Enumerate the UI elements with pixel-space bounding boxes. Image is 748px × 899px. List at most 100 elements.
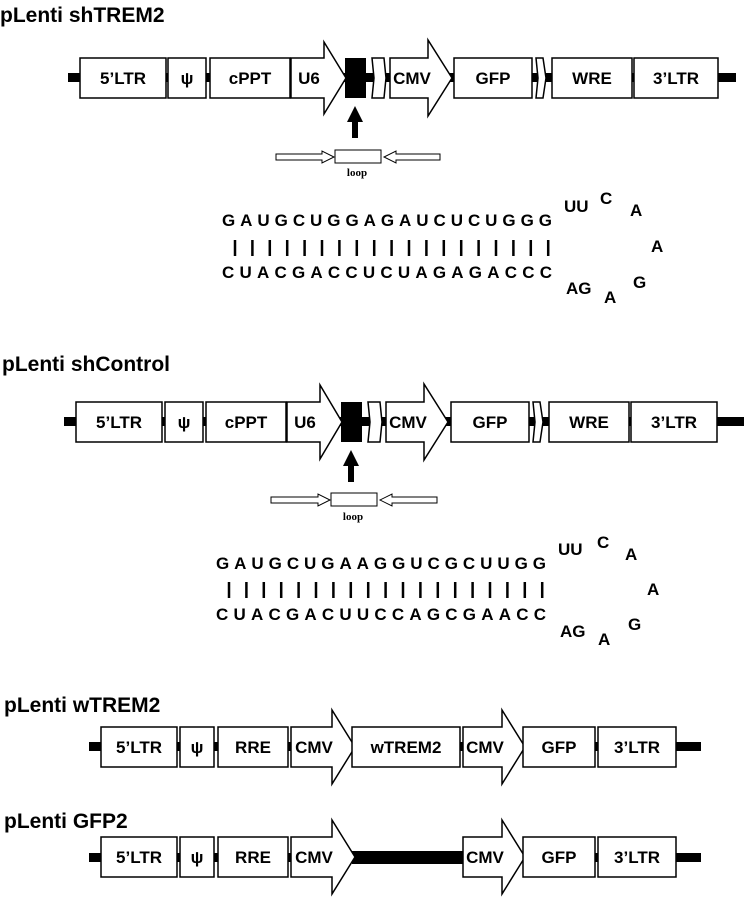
sense-strand-arrow: [270, 493, 332, 507]
element-label: GFP: [542, 738, 577, 757]
hairpin-loop-base: AG: [560, 622, 586, 641]
loop-box: [334, 149, 382, 164]
element-3ltr: [633, 57, 719, 99]
base-pair-ticks: [233, 240, 550, 256]
hairpin-bottom-strand: CUACGACCUCUAGAGACCC: [222, 263, 552, 282]
element-cmv-promoter-arrow: [385, 381, 449, 463]
spacer-segment: [532, 401, 544, 443]
element-3ltr: [597, 836, 677, 878]
element-psi: [179, 836, 215, 878]
element-5ltr: [79, 57, 167, 99]
insert-pointer-arrow-icon: [347, 106, 363, 138]
element-label: RRE: [235, 848, 271, 867]
element-cppt: [205, 401, 287, 443]
loop-label: loop: [343, 511, 363, 523]
element-label: ψ: [191, 848, 204, 867]
element-label: CMV: [295, 848, 333, 867]
element-cmv-promoter-arrow: [462, 707, 526, 787]
terminator-segment: [367, 401, 383, 443]
hairpin-loop-base: UU: [558, 540, 583, 559]
element-label: wTREM2: [370, 738, 442, 757]
empty-insert-segment: [352, 851, 464, 864]
element-rre: [217, 836, 289, 878]
element-label: cPPT: [225, 413, 268, 432]
element-label: 5’LTR: [116, 738, 162, 757]
element-gfp: [450, 401, 530, 443]
base-pair-ticks: [227, 582, 544, 598]
construct-title: pLenti wTREM2: [4, 694, 160, 717]
element-gfp: [522, 836, 596, 878]
element-wtrem2-gene: [351, 726, 461, 768]
element-gfp: [522, 726, 596, 768]
sense-strand-arrow: [275, 150, 336, 164]
hairpin-loop-base: UU: [564, 197, 589, 216]
element-u6-promoter-arrow: [286, 382, 343, 462]
spacer-segment: [535, 57, 547, 99]
element-3ltr: [630, 401, 718, 443]
element-3ltr: [597, 726, 677, 768]
element-label: RRE: [235, 738, 271, 757]
shrna-insert-block: [345, 58, 366, 98]
element-wre: [551, 57, 633, 99]
element-cmv-promoter-arrow: [290, 817, 356, 897]
element-cmv-promoter-arrow: [462, 817, 526, 897]
element-label: 3’LTR: [614, 848, 660, 867]
hairpin-loop-base: A: [651, 237, 663, 256]
antisense-strand-arrow: [378, 493, 438, 507]
construct-title: pLenti shTREM2: [0, 4, 165, 27]
insert-pointer-arrow-icon: [343, 450, 359, 482]
element-label: U6: [294, 413, 316, 432]
terminator-segment: [371, 57, 387, 99]
antisense-strand-arrow: [382, 150, 441, 164]
element-5ltr: [100, 836, 178, 878]
element-cmv-promoter-arrow: [290, 707, 356, 787]
loop-label: loop: [347, 167, 367, 179]
construct-shcontrol: pLenti shControl 5’LTR ψ cPPT U6 CMV GFP…: [2, 353, 744, 649]
element-label: 3’LTR: [653, 69, 699, 88]
element-label: U6: [298, 69, 320, 88]
element-psi: [164, 401, 204, 443]
construct-gfp2: pLenti GFP2 5’LTR ψ RRE CMV CMV GFP 3’LT…: [4, 810, 701, 897]
construct-wtrem2: pLenti wTREM2 5’LTR ψ RRE CMV wTREM2 CMV…: [4, 694, 701, 787]
hairpin-loop-base: C: [597, 533, 609, 552]
construct-title: pLenti GFP2: [4, 810, 128, 833]
element-label: 5’LTR: [100, 69, 146, 88]
element-label: ψ: [178, 413, 191, 432]
element-psi: [179, 726, 215, 768]
element-label: WRE: [569, 413, 609, 432]
hairpin-loop-base: AG: [566, 279, 592, 298]
element-label: CMV: [389, 413, 427, 432]
hairpin-loop-base: C: [600, 189, 612, 208]
hairpin-loop-base: A: [647, 580, 659, 599]
element-label: CMV: [393, 69, 431, 88]
hairpin-loop-base: A: [630, 201, 642, 220]
hairpin-loop-base: G: [633, 273, 646, 292]
element-label: CMV: [466, 848, 504, 867]
hairpin-loop-base: A: [598, 630, 610, 649]
element-5ltr: [75, 401, 163, 443]
element-label: 5’LTR: [96, 413, 142, 432]
element-label: CMV: [295, 738, 333, 757]
element-cppt: [209, 57, 291, 99]
shrna-insert-block: [341, 402, 362, 442]
hairpin-bottom-strand: CUACGACUUCCAGCGAACC: [216, 605, 546, 624]
element-rre: [217, 726, 289, 768]
element-u6-promoter-arrow: [290, 39, 347, 117]
hairpin-loop-base: A: [604, 288, 616, 307]
element-cmv-promoter-arrow: [389, 37, 453, 119]
element-label: 3’LTR: [651, 413, 697, 432]
hairpin-loop-base: A: [625, 545, 637, 564]
element-label: WRE: [572, 69, 612, 88]
element-label: GFP: [473, 413, 508, 432]
element-label: cPPT: [229, 69, 272, 88]
loop-box: [330, 492, 378, 507]
construct-title: pLenti shControl: [2, 353, 170, 376]
element-label: ψ: [191, 738, 204, 757]
element-wre: [548, 401, 630, 443]
hairpin-loop-base: G: [628, 615, 641, 634]
element-gfp: [453, 57, 533, 99]
element-label: 3’LTR: [614, 738, 660, 757]
element-label: ψ: [181, 69, 194, 88]
